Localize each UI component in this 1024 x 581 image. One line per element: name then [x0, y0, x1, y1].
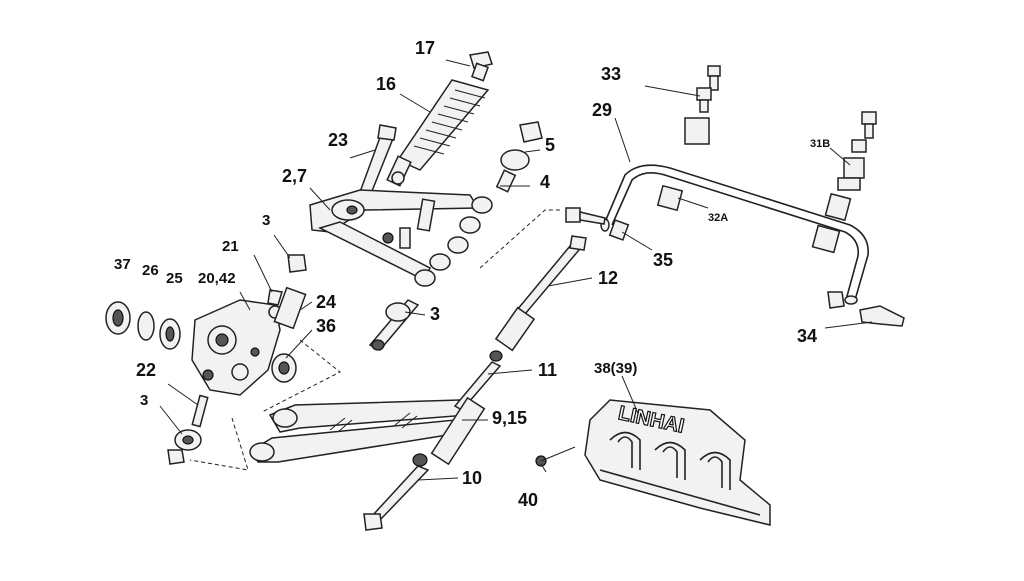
bushings: [656, 117, 852, 254]
label-4: 4: [540, 172, 551, 192]
label-3-bottom: 3: [140, 392, 149, 409]
label-16: 16: [376, 74, 397, 94]
ball-joint-top: [267, 254, 307, 330]
label-11: 11: [538, 360, 558, 380]
label-23: 23: [328, 130, 349, 150]
label-38-39: 38(39): [594, 360, 638, 377]
bolt-23: [359, 124, 397, 197]
label-22: 22: [136, 360, 157, 380]
label-40: 40: [518, 490, 539, 510]
stabilizer-bar: [600, 164, 869, 305]
label-21: 21: [222, 238, 239, 255]
end-links: [565, 207, 905, 327]
shock-absorber: [386, 51, 493, 187]
label-2-7: 2,7: [282, 166, 308, 186]
label-9-15: 9,15: [492, 408, 528, 428]
label-34: 34: [797, 326, 818, 346]
label-33: 33: [601, 64, 622, 84]
label-31b: 31B: [810, 138, 831, 150]
seal-36: [271, 353, 297, 383]
label-17: 17: [415, 38, 436, 58]
label-37: 37: [114, 256, 131, 273]
label-10: 10: [462, 468, 483, 488]
lower-bolt-stack: [363, 235, 587, 531]
label-36: 36: [316, 316, 337, 336]
label-26: 26: [142, 262, 159, 279]
label-32a: 32A: [708, 212, 729, 224]
leader-lines: [159, 59, 873, 481]
label-29: 29: [592, 100, 613, 120]
upper-a-arm: [309, 189, 480, 282]
label-24: 24: [316, 292, 337, 312]
steering-knuckle: [191, 299, 282, 396]
lower-ball-joint: [167, 394, 209, 465]
protective-cover: [584, 399, 771, 526]
label-3-top: 3: [262, 212, 271, 229]
lower-a-arm: [249, 399, 470, 463]
label-25: 25: [166, 270, 183, 287]
bracket-bolts: [696, 65, 877, 191]
label-5: 5: [545, 135, 556, 155]
label-3-mid: 3: [430, 304, 441, 324]
bearing-stack: [105, 301, 181, 350]
label-20-42: 20,42: [198, 270, 236, 287]
label-35: 35: [653, 250, 674, 270]
label-12: 12: [598, 268, 619, 288]
